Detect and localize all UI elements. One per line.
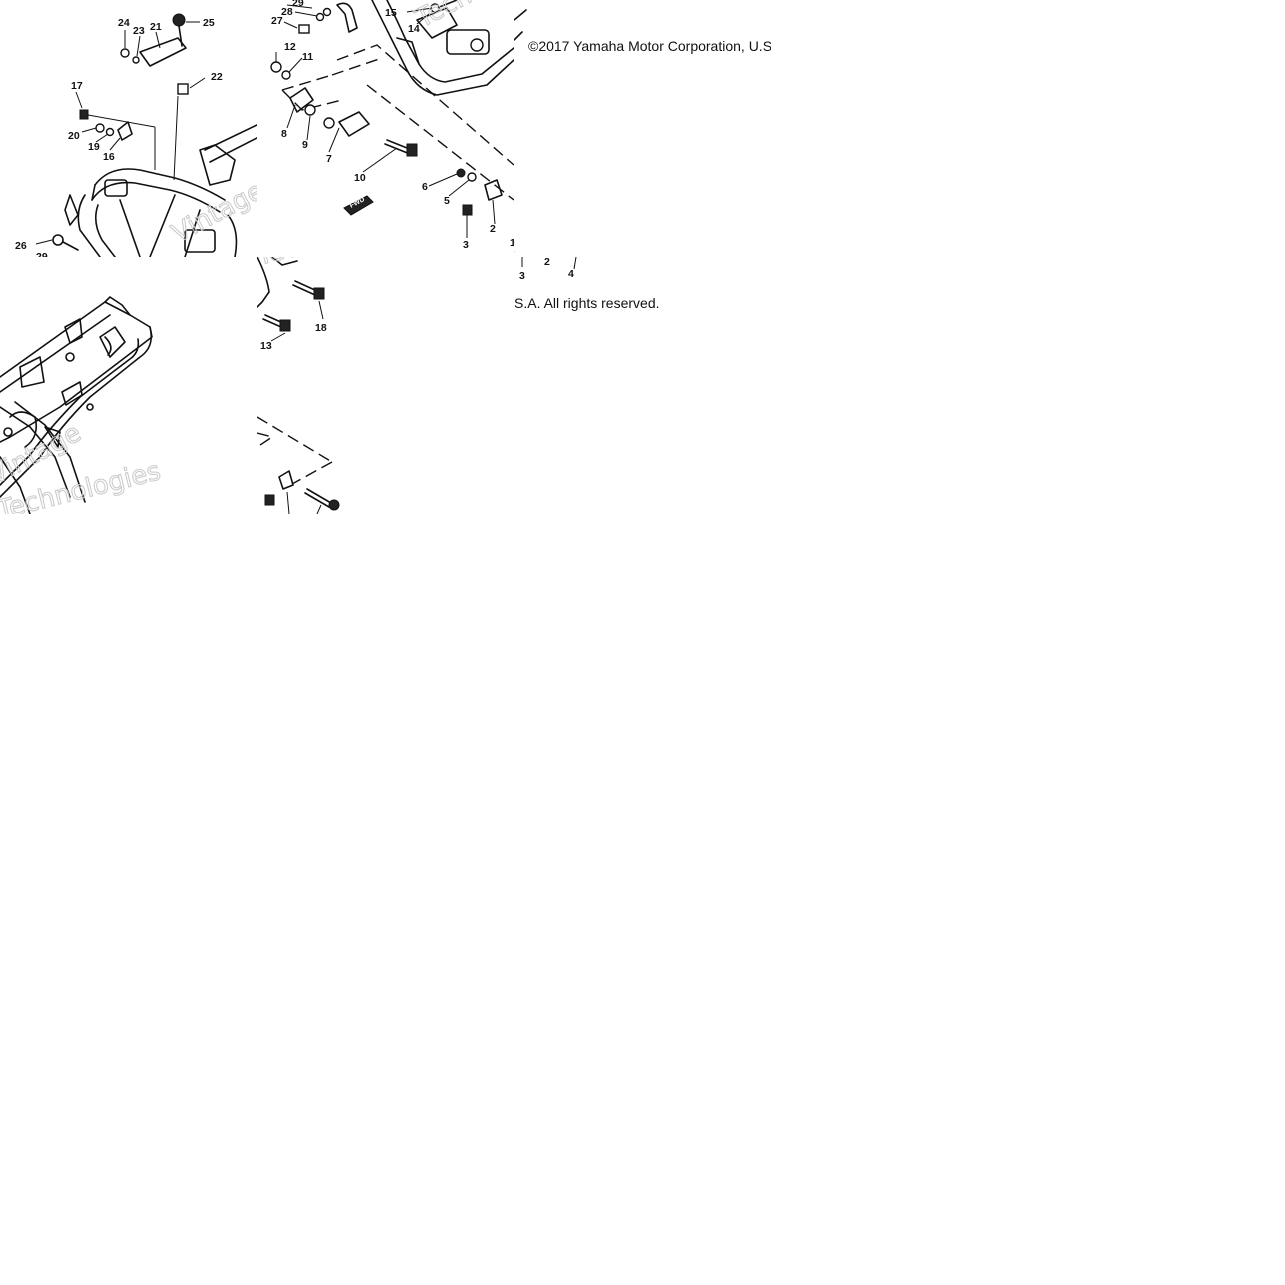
watermark-text: Technologies [257,257,423,272]
callout-19: 19 [88,141,100,153]
washer-20 [95,123,105,133]
frame-tube [371,0,514,96]
diagram-tile-top-middle: FWD Technologies 29 28 27 15 14 12 11 8 … [257,0,514,257]
washer-19 [105,127,115,137]
bracket-16 [117,121,133,141]
washer-28 [315,12,325,22]
nut-9 [304,104,316,116]
callout-1: 1 [510,237,514,249]
diagram-tile-middle-right: 3 2 4 S.A. All rights reserved. [514,257,771,514]
callout-12: 12 [284,41,296,53]
bolt-18 [313,287,325,300]
callout-17: 17 [71,80,83,92]
callout-13: 13 [260,340,272,352]
callout-23: 23 [133,25,145,37]
frame-top-right-drawing: ( [514,9,527,253]
nut-24 [120,48,130,58]
callout-24: 24 [118,17,130,29]
diagram-tile-middle-left: Vintage Technologies [0,257,257,514]
callout-8: 8 [281,128,287,140]
bolt-13 [279,319,291,332]
callout-27: 27 [271,15,283,27]
bolt-17 [79,109,89,120]
callout-25: 25 [203,17,215,29]
callout-10: 10 [354,172,366,184]
bolts-drawing: Technologies 18 13 [257,257,423,514]
frame-rail-lower [0,326,153,498]
callout-15: 15 [385,7,397,19]
frame-top-left-drawing: Vintage 24 23 21 25 22 17 20 19 16 26 29 [15,13,257,257]
frame-tube-upper [94,168,226,201]
callout-11: 11 [302,51,313,63]
bolt-head-25 [172,13,186,27]
diagram-tile-top-left: Vintage 24 23 21 25 22 17 20 19 16 26 29 [0,0,257,257]
copyright-line-2: S.A. All rights reserved. [514,295,660,311]
frame-rail-upper [0,301,153,443]
bolt-22 [177,83,189,95]
diagram-tile-middle-middle: Technologies 18 13 [257,257,514,514]
callout-3: 3 [463,239,469,251]
callout-20: 20 [68,130,80,142]
callout-26: 26 [15,240,27,252]
callout-2: 2 [544,257,550,268]
callout-29: 29 [292,0,304,9]
copyright-tile-drawing: 3 2 4 [519,257,577,282]
frame-top-middle-drawing: FWD Technologies 29 28 27 15 14 12 11 8 … [270,0,514,251]
callout-21: 21 [150,21,162,33]
copyright-line-1: ©2017 Yamaha Motor Corporation, U.S [528,38,771,54]
callout-22: 22 [211,71,223,83]
ring-26 [52,234,64,246]
bracket-21 [139,37,187,67]
fwd-marker: FWD [343,195,374,216]
callout-16: 16 [103,151,115,163]
nut-12 [270,61,282,73]
watermark-text: Vintage [167,176,257,249]
callout-18: 18 [315,322,327,334]
callout-6: 6 [422,181,428,193]
callout-2: 2 [490,223,496,235]
bolt-3 [462,204,473,216]
callout-29-left: 29 [36,251,48,257]
clamp-2 [484,179,503,201]
callout-7: 7 [326,153,332,165]
callout-5: 5 [444,195,450,207]
bolt-10 [406,143,418,157]
callout-4: 4 [568,268,574,280]
callout-9: 9 [302,139,308,151]
washer-11 [281,70,291,80]
frame-body-drawing: Vintage Technologies [0,296,164,514]
nut-6 [456,168,466,178]
diagram-tile-top-right: ( ©2017 Yamaha Motor Corporation, U.S [514,0,771,257]
callout-14: 14 [408,23,420,35]
bracket-7 [338,111,370,137]
callout-fragment: ( [514,241,515,253]
washer-23 [132,56,140,64]
callout-3: 3 [519,270,525,282]
washer-5 [467,172,477,182]
bolt-27 [298,24,310,34]
callout-28: 28 [281,6,293,18]
